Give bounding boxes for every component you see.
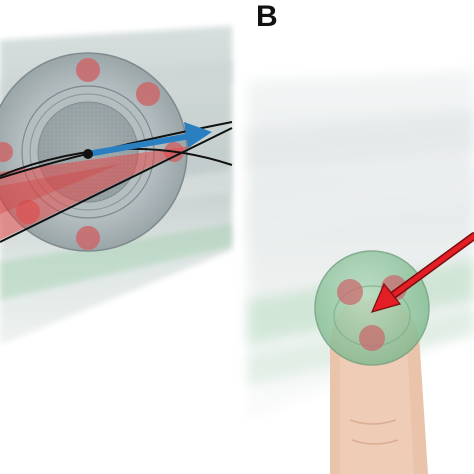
- port-hole-bottom: [76, 226, 100, 250]
- panel-b: [248, 70, 474, 474]
- green-port: [314, 250, 430, 366]
- center-point: [83, 149, 93, 159]
- arrow-icon: [370, 232, 474, 313]
- green-port-hole-bottom: [359, 325, 385, 351]
- port-hole-left: [0, 142, 13, 162]
- panel-a: [0, 26, 233, 345]
- panel-label-b: B: [256, 0, 278, 33]
- port-hole-top: [76, 58, 100, 82]
- port-hole-upper-right: [136, 82, 160, 106]
- vector-arrow-icon: [85, 122, 212, 157]
- green-port-hole-left: [337, 279, 363, 305]
- guide-line-lower: [0, 127, 233, 243]
- trajectory-cone: [0, 146, 192, 240]
